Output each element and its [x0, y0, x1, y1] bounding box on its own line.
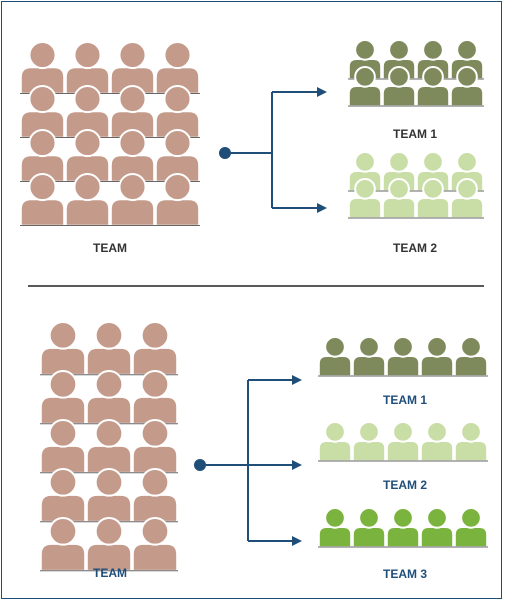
- top-team-2-group: [348, 151, 484, 219]
- person-icon: [132, 517, 178, 572]
- person-icon: [420, 336, 454, 377]
- person-icon: [65, 173, 110, 227]
- bottom-team-2-label: TEAM 2: [383, 478, 427, 492]
- person-icon: [416, 178, 450, 219]
- person-icon: [65, 41, 110, 95]
- bottom-team-1-group: [318, 336, 488, 377]
- person-icon: [86, 468, 132, 523]
- person-icon: [450, 178, 484, 219]
- top-team-1-label: TEAM 1: [393, 127, 437, 141]
- person-icon: [110, 85, 155, 139]
- person-icon: [86, 370, 132, 425]
- person-icon: [20, 85, 65, 139]
- person-icon: [450, 66, 484, 107]
- person-icon: [155, 129, 200, 183]
- top-source-label: TEAM: [93, 241, 127, 255]
- person-icon: [318, 421, 352, 462]
- person-icon: [416, 66, 450, 107]
- person-icon: [155, 85, 200, 139]
- bottom-team-2-group: [318, 421, 488, 462]
- bottom-team-3-label: TEAM 3: [383, 567, 427, 581]
- person-icon: [20, 129, 65, 183]
- person-icon: [454, 507, 488, 548]
- person-icon: [348, 178, 382, 219]
- person-icon: [132, 468, 178, 523]
- top-connector: [219, 87, 327, 213]
- person-icon: [40, 517, 86, 572]
- person-icon: [155, 173, 200, 227]
- person-icon: [20, 41, 65, 95]
- person-icon: [420, 421, 454, 462]
- person-icon: [386, 336, 420, 377]
- person-icon: [110, 173, 155, 227]
- person-icon: [20, 173, 65, 227]
- person-icon: [352, 507, 386, 548]
- person-icon: [65, 129, 110, 183]
- person-icon: [318, 507, 352, 548]
- person-icon: [65, 85, 110, 139]
- person-icon: [348, 66, 382, 107]
- bottom-source-label: TEAM: [93, 566, 127, 580]
- top-team-1-group: [348, 39, 484, 107]
- person-icon: [132, 321, 178, 376]
- person-icon: [110, 41, 155, 95]
- person-icon: [352, 421, 386, 462]
- person-icon: [352, 336, 386, 377]
- bottom-team-1-label: TEAM 1: [383, 393, 427, 407]
- person-icon: [318, 336, 352, 377]
- person-icon: [132, 419, 178, 474]
- person-icon: [454, 336, 488, 377]
- top-team-2-label: TEAM 2: [393, 241, 437, 255]
- person-icon: [386, 507, 420, 548]
- bottom-connector: [194, 375, 302, 546]
- person-icon: [386, 421, 420, 462]
- person-icon: [155, 41, 200, 95]
- person-icon: [40, 419, 86, 474]
- person-icon: [382, 66, 416, 107]
- person-icon: [40, 321, 86, 376]
- person-icon: [420, 507, 454, 548]
- person-icon: [40, 468, 86, 523]
- bottom-team-3-group: [318, 507, 488, 548]
- bottom-source-team-group: [40, 321, 178, 572]
- person-icon: [110, 129, 155, 183]
- person-icon: [86, 517, 132, 572]
- person-icon: [454, 421, 488, 462]
- person-icon: [382, 178, 416, 219]
- person-icon: [40, 370, 86, 425]
- person-icon: [86, 321, 132, 376]
- top-source-team-group: [20, 41, 200, 227]
- person-icon: [86, 419, 132, 474]
- person-icon: [132, 370, 178, 425]
